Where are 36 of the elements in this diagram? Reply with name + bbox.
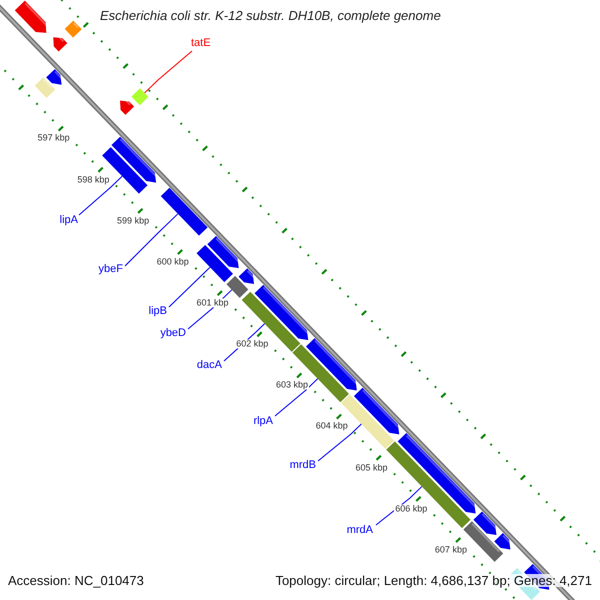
gene-block (196, 244, 233, 282)
gene-block (226, 276, 248, 298)
gene-block (386, 441, 471, 528)
leader-line (144, 50, 192, 94)
scale-label: 600 kbp (156, 257, 190, 266)
leader-line (318, 423, 362, 462)
leader-line (274, 378, 318, 416)
gene-block (160, 188, 208, 236)
leader-line (124, 213, 178, 266)
gene-label: lipB (148, 303, 167, 319)
gene-label: ybeD (160, 325, 186, 341)
scale-label: 604 kbp (314, 422, 349, 431)
leader-line (168, 266, 211, 308)
scale-label: 601 kbp (196, 298, 230, 308)
gene-label: rlpA (253, 413, 273, 429)
gene-label: tatE (191, 35, 211, 51)
scale-label: 603 kbp (274, 380, 310, 390)
map-title: Escherichia coli str. K-12 substr. DH10B, complete genome (100, 9, 441, 22)
gene-label: ybeF (98, 261, 123, 277)
gene-block (292, 344, 349, 402)
gene-label: dacA (196, 357, 222, 373)
scale-label: 605 kbp (354, 463, 388, 472)
gene-label: mrdB (290, 457, 316, 473)
genome-stats-text: Topology: circular; Length: 4,686,137 bp; Genes: 4,271 (275, 574, 592, 587)
scale-label: 599 kbp (116, 216, 150, 226)
scale-label: 602 kbp (235, 340, 270, 349)
accession-text: Accession: NC_010473 (8, 574, 144, 587)
scale-label: 606 kbp (394, 504, 428, 514)
scale-label: 598 kbp (76, 175, 110, 184)
leader-line (376, 486, 422, 526)
gene-marker (131, 88, 148, 106)
scale-label: 597 kbp (36, 134, 71, 143)
leader-line (78, 176, 123, 216)
gene-label: mrdA (346, 522, 373, 538)
scale-label: 607 kbp (434, 545, 468, 554)
gene-label: lipA (60, 212, 78, 228)
